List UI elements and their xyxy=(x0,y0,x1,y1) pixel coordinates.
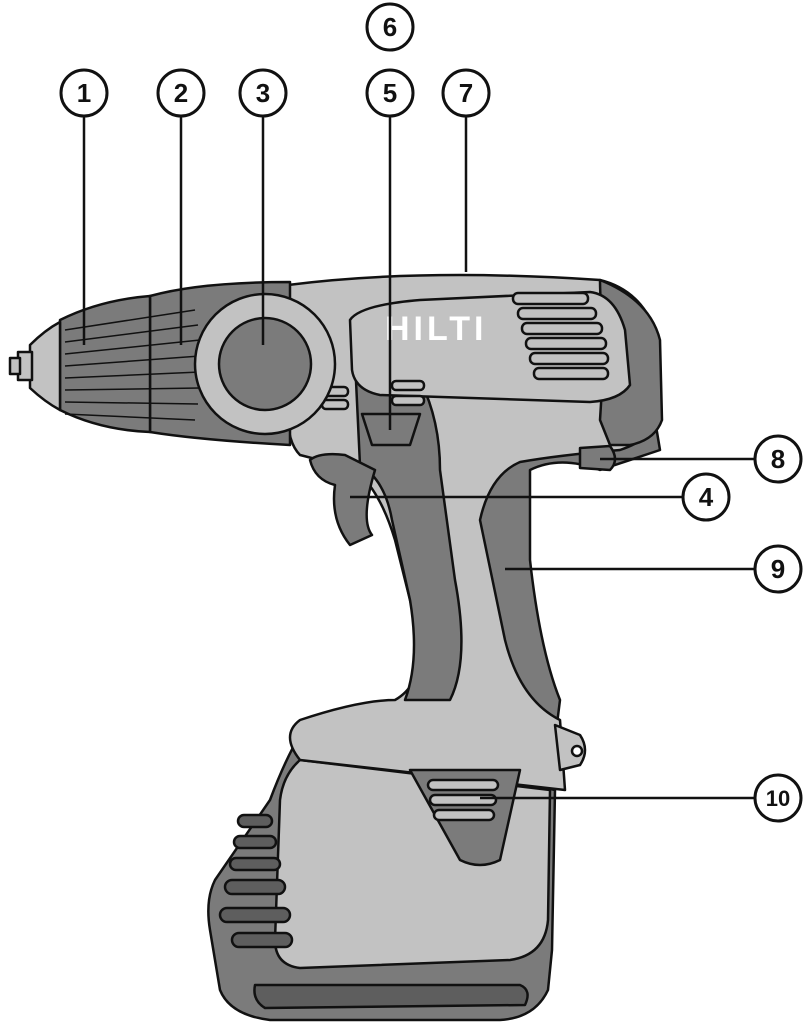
callout-7: 7 xyxy=(441,68,491,118)
svg-text:8: 8 xyxy=(771,444,785,474)
callout-6: 6 xyxy=(365,2,415,52)
callout-10: 10 xyxy=(753,773,803,823)
svg-text:9: 9 xyxy=(771,554,785,584)
callout-5: 5 xyxy=(365,68,415,118)
battery-bottom-rail xyxy=(253,983,529,1010)
side-vents xyxy=(320,379,426,411)
svg-text:4: 4 xyxy=(699,482,714,512)
callout-2: 2 xyxy=(156,68,206,118)
chuck-tip xyxy=(28,320,62,412)
callout-4: 4 xyxy=(681,472,731,522)
chuck-ridges xyxy=(64,309,201,421)
battery-tab-hole xyxy=(570,744,584,758)
callout-3: 3 xyxy=(238,68,288,118)
leader-lines xyxy=(82,117,755,800)
top-vents xyxy=(511,291,610,381)
svg-text:2: 2 xyxy=(174,78,188,108)
torque-ring-inner xyxy=(217,316,313,412)
callout-8: 8 xyxy=(753,434,803,484)
svg-text:3: 3 xyxy=(256,78,270,108)
callout-1: 1 xyxy=(59,68,109,118)
brand-logo: HILTI xyxy=(385,310,487,348)
callout-9: 9 xyxy=(753,544,803,594)
battery-release-vents xyxy=(426,778,500,822)
trigger xyxy=(308,452,377,547)
belt-clip-button xyxy=(578,444,617,472)
chuck-sleeve xyxy=(58,294,152,434)
svg-text:6: 6 xyxy=(383,12,397,42)
svg-text:10: 10 xyxy=(766,786,790,811)
battery-tab xyxy=(553,723,587,772)
battery-side-vents xyxy=(218,813,294,949)
svg-text:1: 1 xyxy=(77,78,91,108)
svg-text:5: 5 xyxy=(383,78,397,108)
drill-illustration xyxy=(8,273,664,1022)
svg-text:7: 7 xyxy=(459,78,473,108)
chuck-nose-end xyxy=(8,356,22,376)
